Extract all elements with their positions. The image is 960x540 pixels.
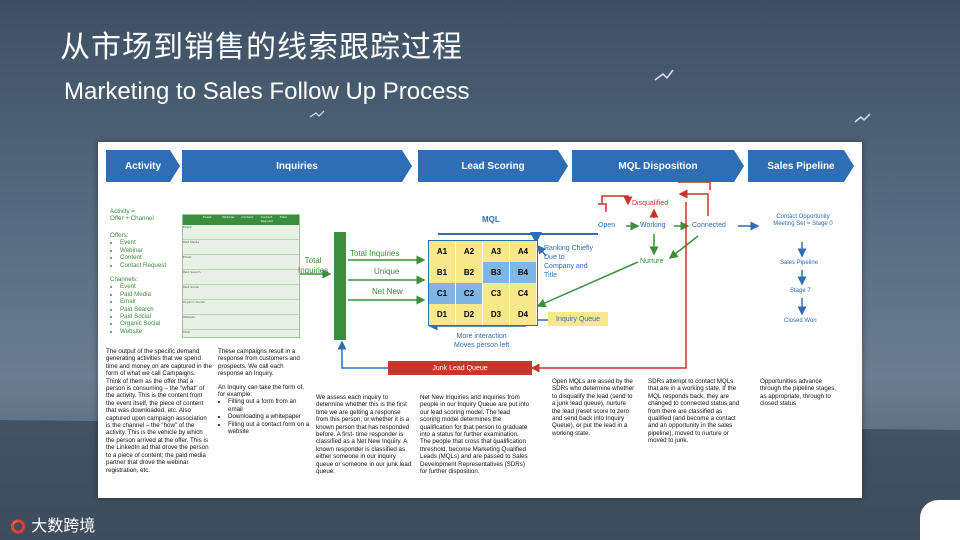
- unique-flow: Unique: [374, 267, 400, 276]
- net-new-flow: Net New: [372, 287, 403, 296]
- header-activity: Activity: [106, 150, 180, 182]
- more-interaction-note: More interaction Moves person left: [454, 333, 510, 349]
- slide-title-english: Marketing to Sales Follow Up Process: [64, 78, 470, 105]
- open-node: Open: [598, 222, 616, 229]
- header-mql-disposition: MQL Disposition: [572, 150, 744, 182]
- closed-won-node: Closed Won: [784, 318, 817, 324]
- logo-text: 大数跨境: [31, 516, 96, 535]
- matrix-cell: D3: [483, 304, 509, 325]
- scoring-matrix: A1 A2 A3 A4 B1 B2 B3 B4 C1 C2 C3 C4 D1 D…: [428, 240, 538, 326]
- grid-col-total: Total: [279, 215, 287, 219]
- stage7-node: Stage 7: [790, 288, 811, 294]
- sales-pipeline-node: Sales Pipeline: [780, 260, 819, 266]
- inquiry-queue-box: Inquiry Queue: [548, 312, 608, 326]
- matrix-cell: A3: [483, 241, 509, 262]
- matrix-cell: B3: [483, 262, 509, 283]
- grid-row: Paid Social: [183, 285, 299, 300]
- grid-row: Website: [183, 315, 299, 330]
- matrix-cell: C4: [510, 283, 536, 304]
- working-node: Working: [640, 222, 666, 229]
- junk-lead-queue-box: Junk Lead Queue: [388, 361, 532, 375]
- matrix-cell: A1: [429, 241, 455, 262]
- matrix-cell: A2: [456, 241, 482, 262]
- matrix-cell: C3: [483, 283, 509, 304]
- ranking-note: Ranking Chiefly Due to Company and Title: [544, 245, 594, 279]
- matrix-cell: D2: [456, 304, 482, 325]
- grid-col-event: Event: [203, 215, 212, 219]
- grid-row: Email: [183, 255, 299, 270]
- grid-row: Paid Search: [183, 270, 299, 285]
- grid-col-content: Content: [241, 215, 254, 219]
- grid-col-contact: Contact Request: [260, 215, 273, 223]
- matrix-cell: B1: [429, 262, 455, 283]
- mql-label: MQL: [482, 215, 500, 224]
- matrix-cell: C2: [456, 283, 482, 304]
- scoring-description-right: Net New Inquiries and inquiries from peo…: [420, 394, 530, 476]
- grid-col-webinar: Webinar: [222, 215, 235, 219]
- header-sales-pipeline: Sales Pipeline: [748, 150, 854, 182]
- brand-logo: ⭕ 大数跨境: [10, 512, 95, 536]
- mql-description-right: SDRs attempt to contact MQLs that are in…: [648, 378, 740, 445]
- matrix-cell: B4: [510, 262, 536, 283]
- logo-mark-icon: ⭕: [10, 520, 27, 535]
- mql-description-left: Open MQLs are assed by the SDRs who dete…: [552, 378, 635, 437]
- inquiry-grid: Event Webinar Content Contact Request To…: [182, 214, 300, 338]
- stage0-node: Contact Opportunity Meeting Set = Stage …: [773, 214, 833, 228]
- flow-connectors: [300, 181, 807, 373]
- grid-row: Event: [183, 225, 299, 240]
- grid-row: Total: [183, 330, 191, 334]
- pipeline-description: Opportunities advance through the pipeli…: [760, 378, 837, 408]
- header-lead-scoring: Lead Scoring: [418, 150, 568, 182]
- activity-description: The output of the specific demand genera…: [106, 348, 212, 474]
- header-inquiries: Inquiries: [182, 150, 412, 182]
- connected-node: Connected: [692, 222, 726, 229]
- total-inquiries-label: Total Inquiries: [298, 256, 329, 275]
- nurture-node: Nurture: [640, 258, 664, 265]
- scoring-description-left: We assess each inquiry to determine whet…: [316, 394, 412, 476]
- matrix-cell: D1: [429, 304, 455, 325]
- activity-formula: Activity = Offer + Channel: [110, 208, 154, 223]
- process-diagram: Activity Inquiries Lead Scoring MQL Disp…: [98, 142, 862, 498]
- grid-row: Organic Social: [183, 300, 299, 315]
- total-inquiries-flow: Total Inquiries: [350, 249, 400, 258]
- matrix-cell: B2: [456, 262, 482, 283]
- matrix-cell: D4: [510, 304, 536, 325]
- matrix-cell: A4: [510, 241, 536, 262]
- corner-decoration: [920, 500, 960, 540]
- disqualified-node: Disqualified: [632, 200, 669, 207]
- inquiries-description: These campaigns result in a response fro…: [218, 348, 310, 435]
- matrix-cell: C1: [429, 283, 455, 304]
- slide-title-chinese: 从市场到销售的线索跟踪过程: [60, 30, 463, 65]
- grid-row: Paid Media: [183, 240, 299, 255]
